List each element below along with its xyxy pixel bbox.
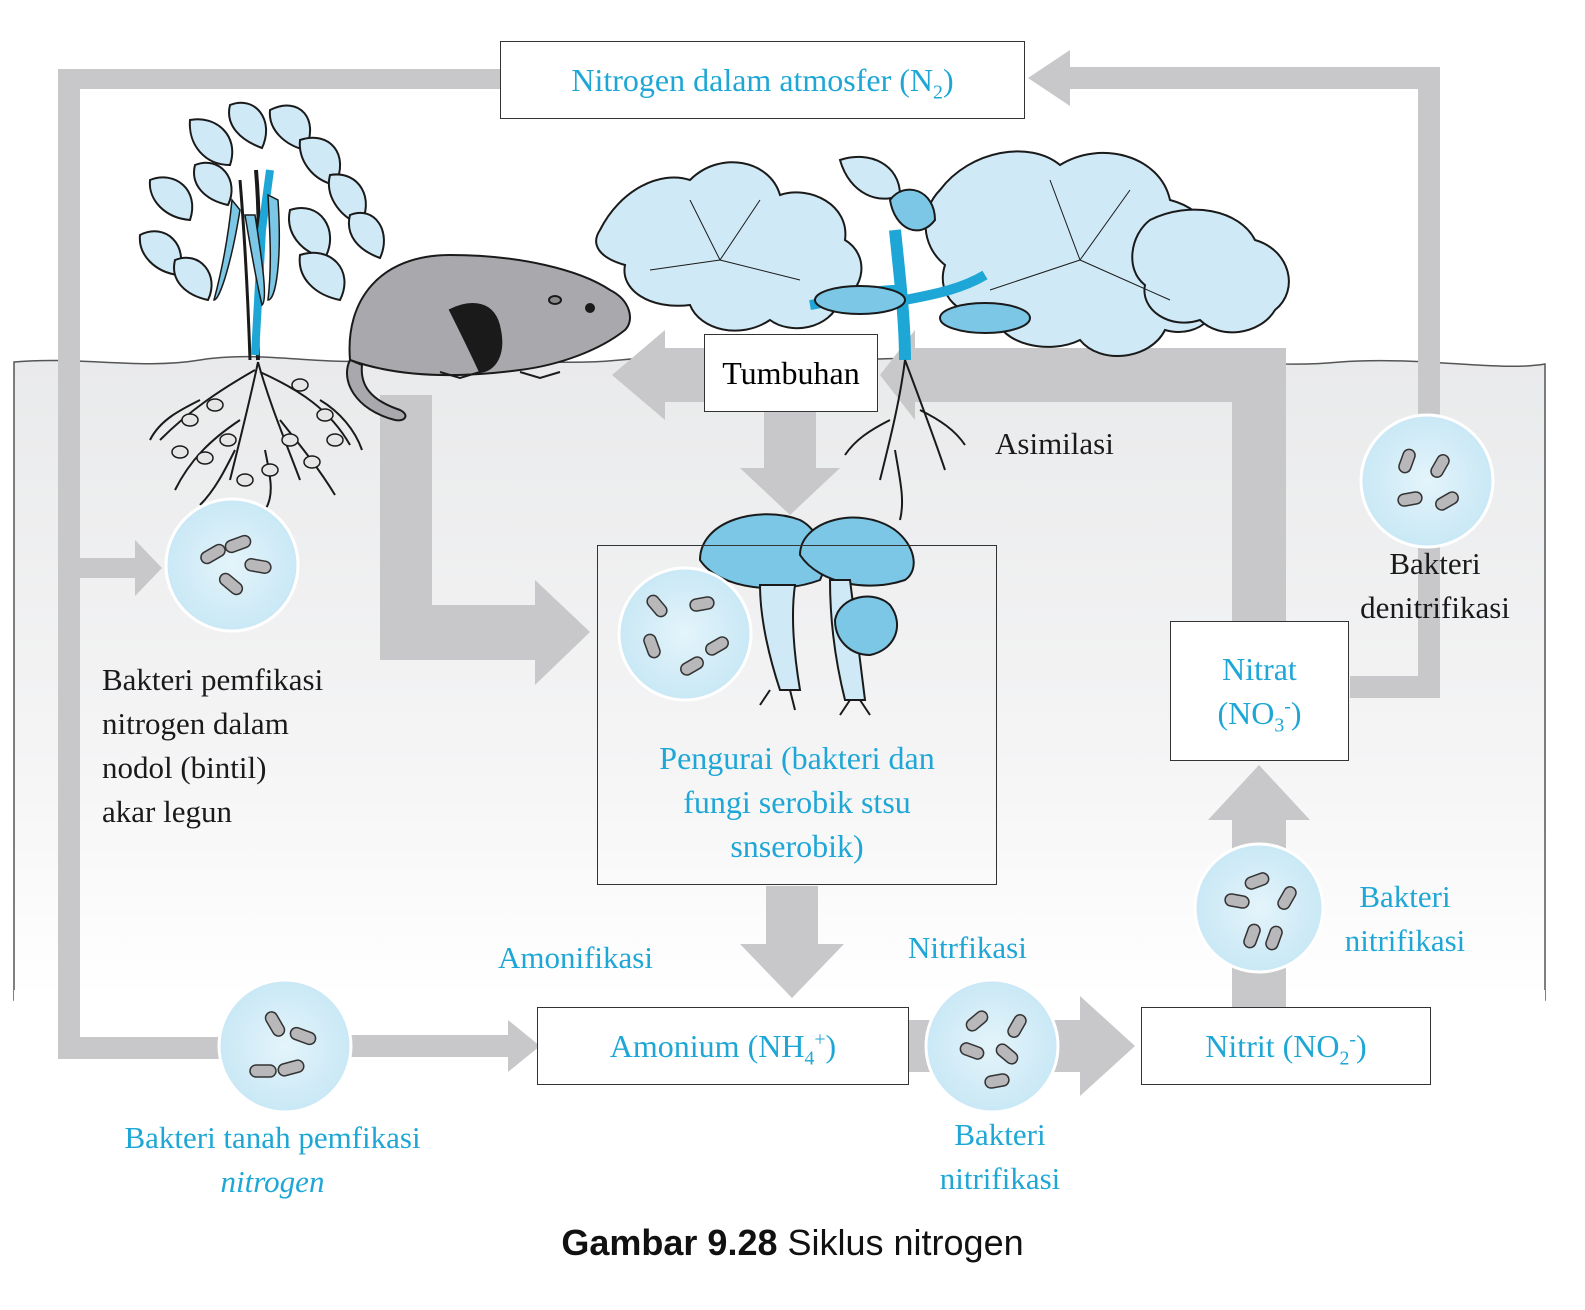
mushrooms (698, 513, 915, 716)
atmosphere-box: Nitrogen dalam atmosfer (N2) (500, 41, 1025, 119)
plant-label: Tumbuhan (722, 355, 860, 391)
decomposer-label: Pengurai (bakteri dan fungi serobik stsu… (659, 740, 935, 864)
soil-bacteria-circle (217, 978, 353, 1114)
atmosphere-label: Nitrogen dalam atmosfer (N2) (571, 62, 954, 104)
ammonification-label: Amonifikasi (498, 940, 653, 975)
cycle-arrows (58, 50, 1440, 1096)
nitrifying-bottom-label: Bakteri nitrifikasi (939, 1117, 1061, 1196)
assimilation-label: Asimilasi (995, 426, 1114, 461)
mole-animal (346, 253, 631, 422)
ammonium-label: Amonium (NH4+) (609, 1028, 837, 1070)
decomposer-box: Pengurai (bakteri dan fungi serobik stsu… (597, 545, 997, 885)
legume-bacteria-circle (164, 497, 300, 633)
squash-plant (595, 150, 1290, 521)
nitrate-box: Nitrat (NO3-) (1170, 621, 1349, 761)
legume-plant (138, 101, 385, 511)
ammonium-box: Amonium (NH4+) (537, 1007, 909, 1085)
caption-number: Gambar 9.28 (561, 1222, 778, 1263)
soil-bacteria-label: Bakteri tanah pemfikasi nitrogen (124, 1120, 421, 1199)
nitrite-box: Nitrit (NO2-) (1141, 1007, 1431, 1085)
bacteria-cells (200, 448, 1459, 1089)
plant-box: Tumbuhan (704, 334, 878, 412)
nitrifying-right-circle (1193, 842, 1325, 974)
caption-text: Siklus nitrogen (777, 1222, 1024, 1263)
bacteria-circles (164, 413, 1495, 1114)
denitrifying-circle (1359, 413, 1495, 549)
denitrifying-label: Bakteri denitrifikasi (1360, 546, 1510, 625)
nitrification-label: Nitrfikasi (908, 930, 1027, 965)
nitrifying-bottom-circle (924, 978, 1060, 1114)
nitrifying-right-label: Bakteri nitrifikasi (1344, 879, 1466, 958)
legume-bacteria-label: Bakteri pemfikasi nitrogen dalam nodol (… (102, 662, 324, 829)
figure-caption: Gambar 9.28 Siklus nitrogen (0, 1222, 1585, 1264)
nitrate-label: Nitrat (NO3-) (1217, 651, 1302, 737)
nitrite-label: Nitrit (NO2-) (1205, 1028, 1367, 1070)
